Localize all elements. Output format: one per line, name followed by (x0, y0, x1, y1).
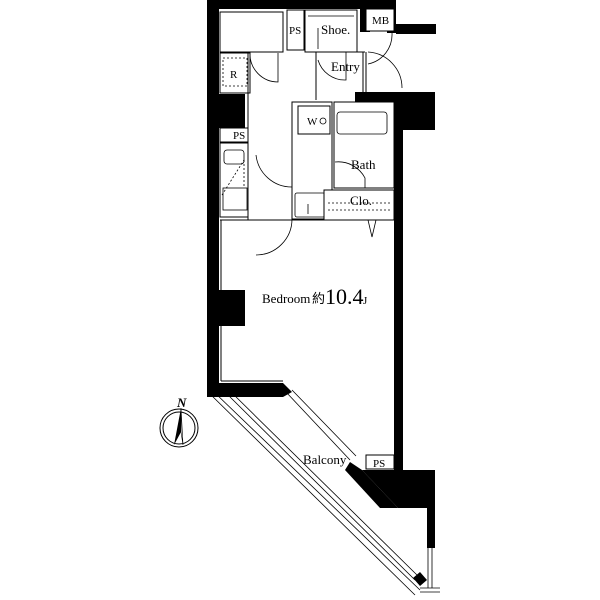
walls (207, 0, 436, 586)
room-label-ps-kitchen: PS (233, 130, 245, 142)
room-label-closet: Clo. (350, 193, 372, 208)
bedroom-size-prefix: 約 (312, 291, 325, 306)
room-label-ps-balcony: PS (373, 458, 385, 470)
doors (249, 32, 403, 256)
north-compass-icon: N (159, 395, 199, 448)
room-label-mb: MB (372, 15, 389, 27)
bedroom-size: 10.4 (325, 284, 364, 309)
room-label-bedroom: Bedroom (262, 291, 310, 306)
room-labels: R PS Shoe. MB Entry PS W Bath Clo. Bedro… (230, 15, 389, 470)
room-label-entry: Entry (331, 59, 360, 74)
interior (219, 8, 395, 470)
balcony-rails (207, 389, 440, 596)
room-label-shoe: Shoe. (321, 22, 350, 37)
bedroom-size-unit: J (363, 295, 368, 307)
compass-north-label: N (176, 395, 187, 410)
room-label-balcony: Balcony (303, 452, 347, 467)
room-label-bath: Bath (351, 157, 376, 172)
room-label-r: R (230, 69, 238, 81)
room-label-washer: W (307, 116, 318, 128)
room-label-ps-top: PS (289, 25, 301, 37)
